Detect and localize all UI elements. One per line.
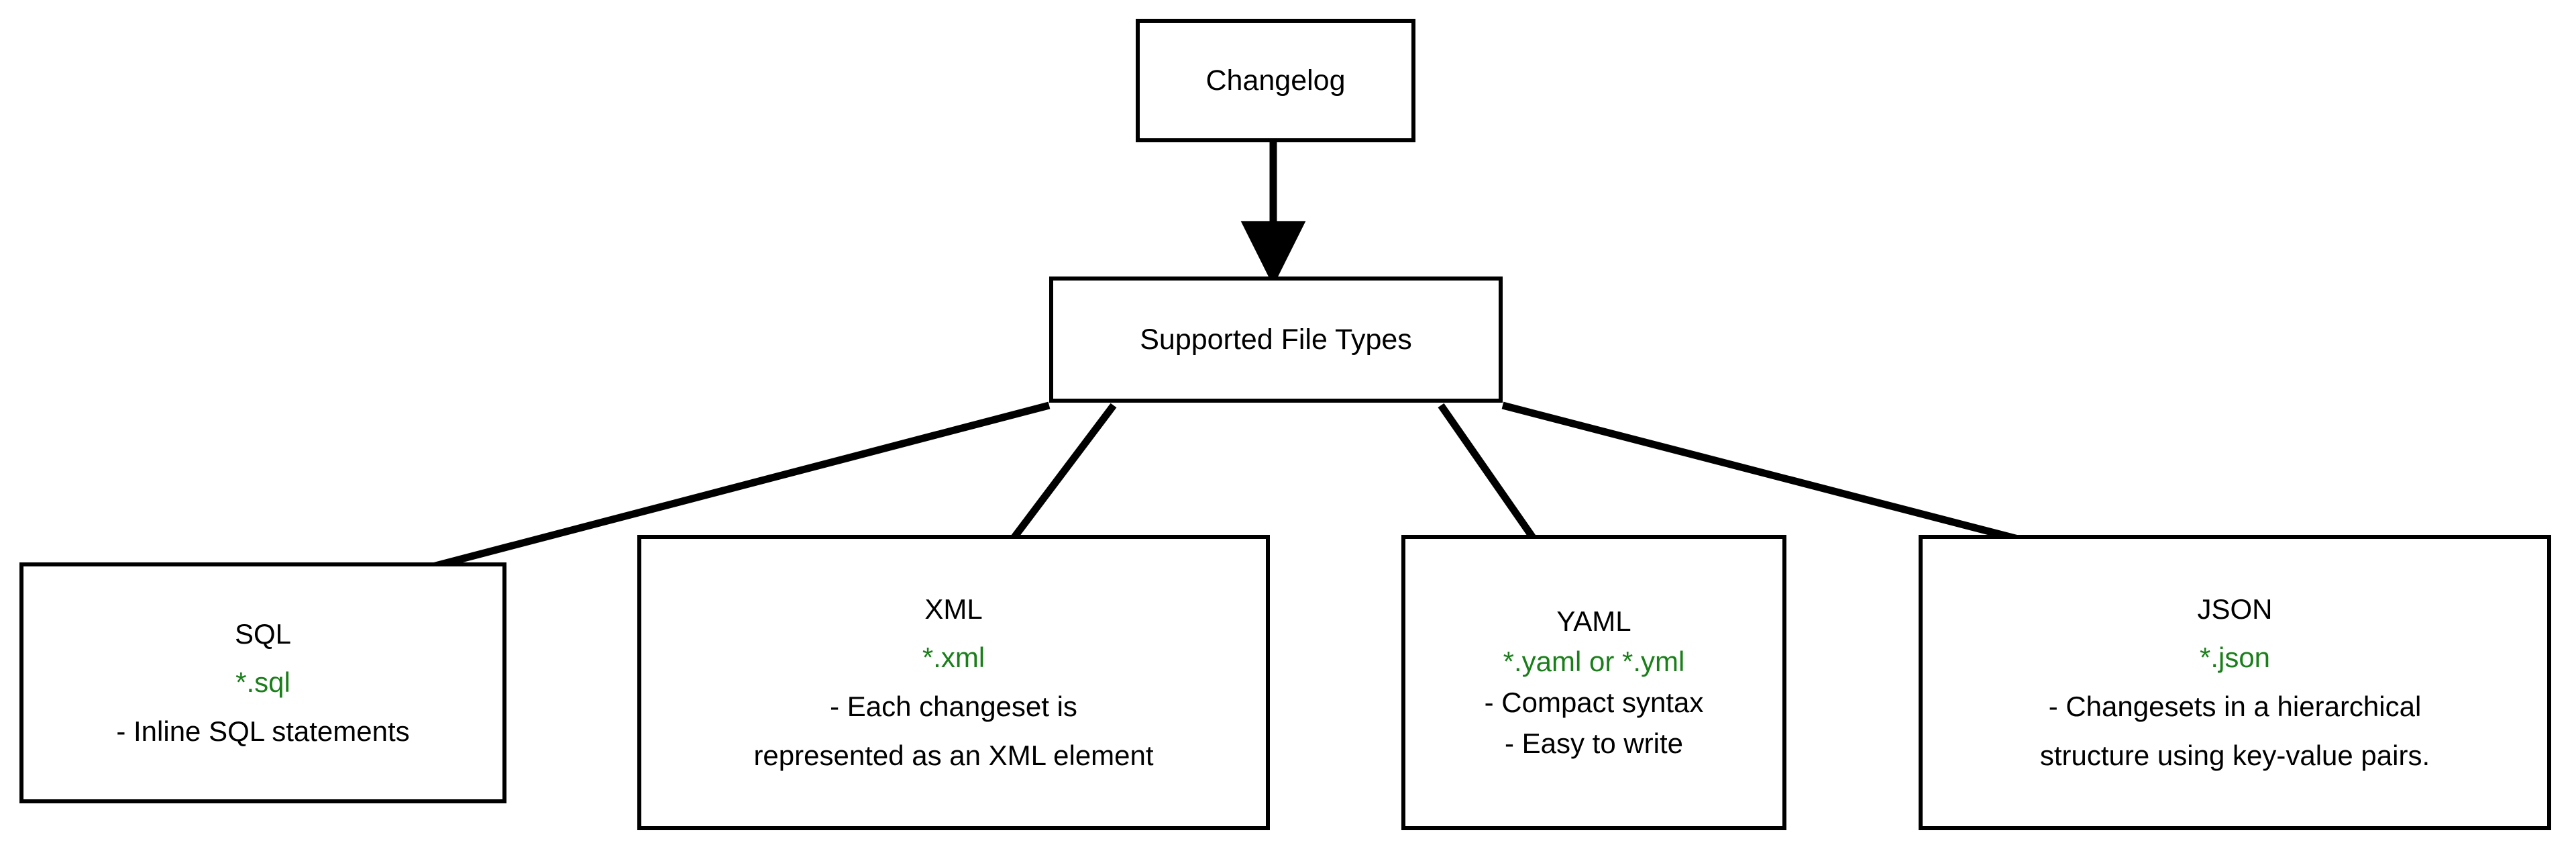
node-sql[interactable]: SQL *.sql - Inline SQL statements [19, 562, 506, 803]
node-yaml-extension: *.yaml or *.yml [1503, 646, 1685, 678]
node-sql-extension: *.sql [235, 666, 290, 699]
node-json-detail-1: - Changesets in a hierarchical [2048, 691, 2422, 722]
node-yaml[interactable]: YAML *.yaml or *.yml - Compact syntax - … [1401, 535, 1786, 830]
node-supported-file-types[interactable]: Supported File Types [1049, 277, 1503, 403]
node-changelog-label: Changelog [1205, 64, 1346, 97]
node-xml-detail-1: - Each changeset is [830, 691, 1077, 722]
node-changelog[interactable]: Changelog [1136, 19, 1415, 142]
node-xml[interactable]: XML *.xml - Each changeset is represente… [637, 535, 1270, 830]
node-xml-detail-2: represented as an XML element [753, 739, 1154, 771]
node-xml-extension: *.xml [922, 642, 985, 674]
node-json-extension: *.json [2199, 642, 2271, 674]
node-xml-title: XML [924, 593, 983, 625]
node-json[interactable]: JSON *.json - Changesets in a hierarchic… [1919, 535, 2551, 830]
node-sql-detail-1: - Inline SQL statements [116, 715, 410, 747]
node-sql-title: SQL [234, 617, 292, 650]
node-supported-file-types-label: Supported File Types [1140, 323, 1412, 356]
node-json-detail-2: structure using key-value pairs. [2039, 739, 2430, 771]
node-json-title: JSON [2197, 593, 2273, 625]
node-yaml-detail-1: - Compact syntax [1484, 687, 1704, 718]
node-yaml-detail-2: - Easy to write [1504, 727, 1684, 759]
node-yaml-title: YAML [1556, 605, 1631, 637]
